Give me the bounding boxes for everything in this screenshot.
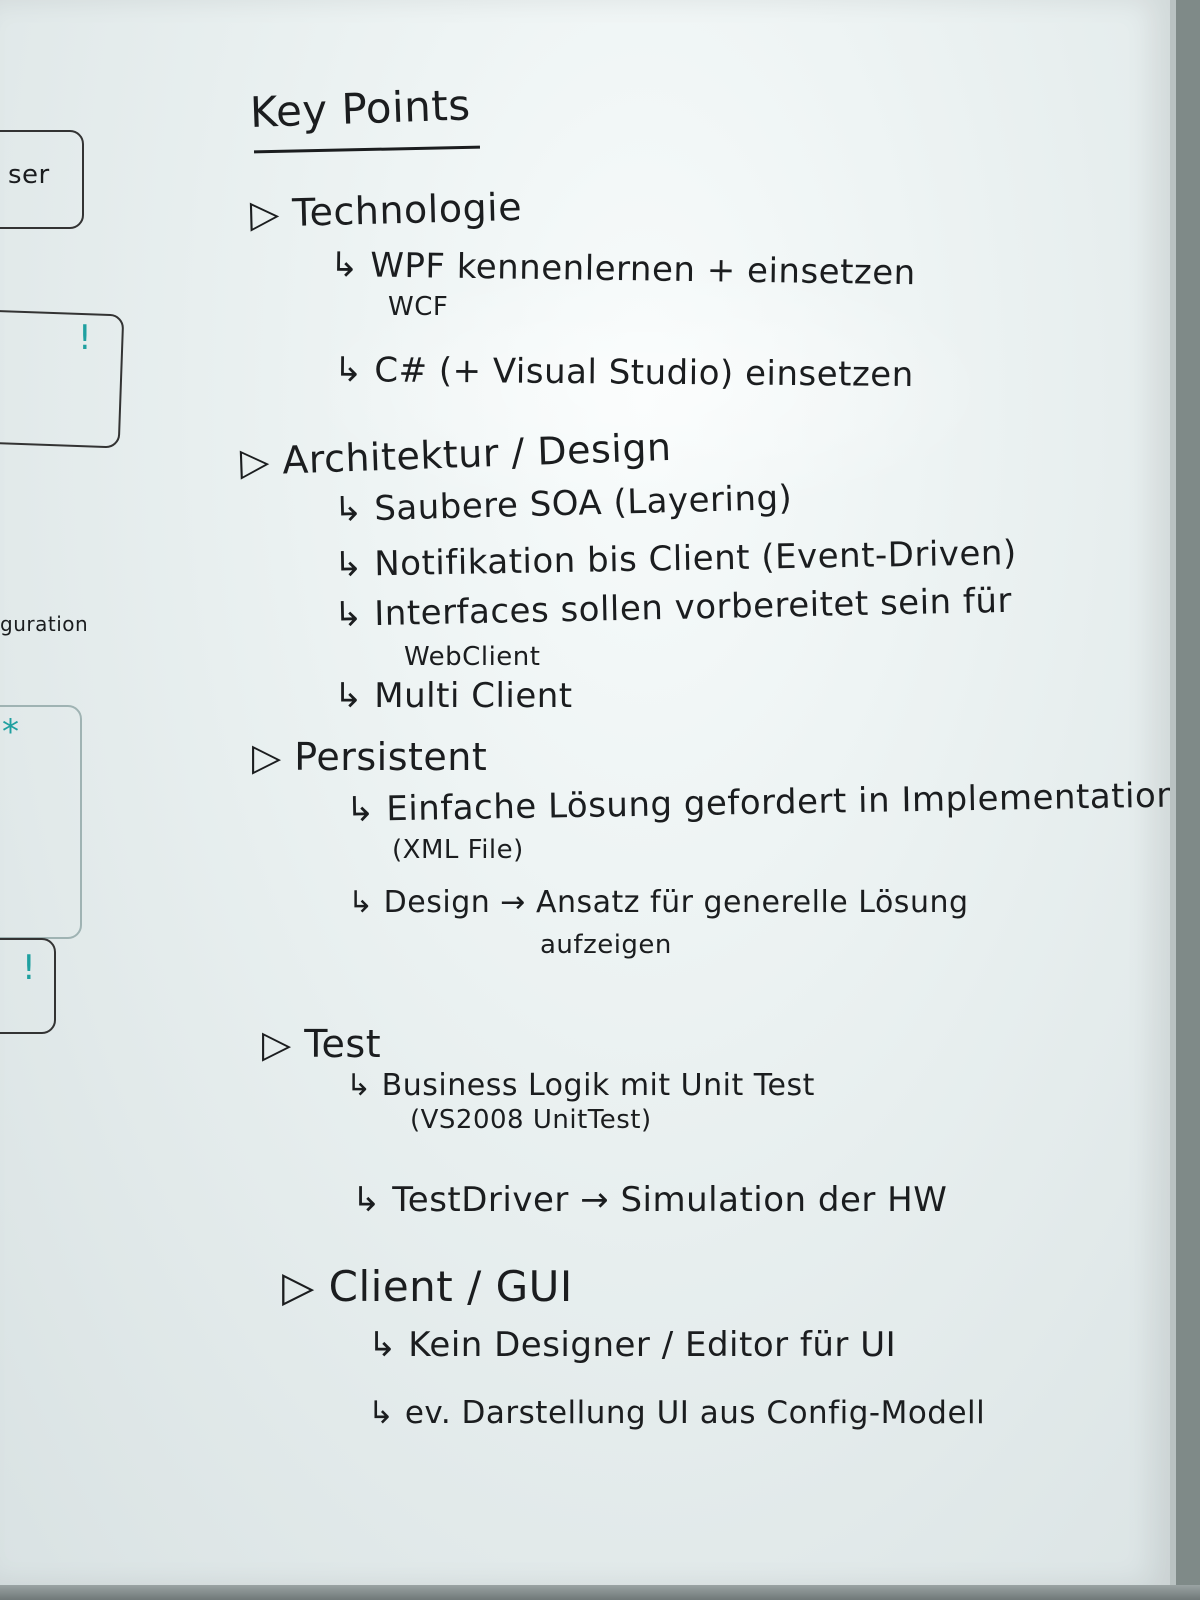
list-item: ↳ Saubere SOA (Layering) xyxy=(333,478,793,530)
list-item: (VS2008 UnitTest) xyxy=(410,1105,652,1135)
list-item: ↳ Design → Ansatz für generelle Lösung xyxy=(348,885,969,920)
list-item: aufzeigen xyxy=(540,930,672,960)
left-fragment-ser: ser xyxy=(8,160,50,190)
list-item: ↳ Kein Designer / Editor für UI xyxy=(368,1325,897,1365)
left-fragment-exclaim-1: ! xyxy=(78,318,93,358)
list-item: ↳ Interfaces sollen vorbereitet sein für xyxy=(333,580,1013,635)
section-heading-persistent: ▷ Persistent xyxy=(252,735,488,779)
list-item: ↳ C# (+ Visual Studio) einsetzen xyxy=(333,350,914,396)
list-item: ↳ Multi Client xyxy=(334,676,573,716)
left-sketch-box-2 xyxy=(0,309,125,449)
list-item: (XML File) xyxy=(392,835,524,865)
list-item: ↳ Einfache Lösung gefordert in Implement… xyxy=(345,775,1176,830)
list-item: ↳ WPF kennenlernen + einsetzen xyxy=(329,245,917,294)
left-sketch-box-4 xyxy=(0,938,56,1034)
section-heading-technologie: ▷ Technologie xyxy=(249,184,523,236)
left-fragment-asterisk: * xyxy=(2,712,20,752)
whiteboard: ser ! guration * ! Key Points ▷ Technolo… xyxy=(0,0,1176,1585)
left-sketch-box-1 xyxy=(0,130,84,229)
section-heading-architektur: ▷ Architektur / Design xyxy=(239,424,673,484)
list-item: WCF xyxy=(388,292,449,322)
left-fragment-exclaim-2: ! xyxy=(22,948,37,988)
list-item: WebClient xyxy=(404,642,541,672)
section-heading-test: ▷ Test xyxy=(262,1022,382,1066)
list-item: ↳ Notifikation bis Client (Event-Driven) xyxy=(333,533,1018,585)
list-item: ↳ TestDriver → Simulation der HW xyxy=(352,1180,948,1220)
list-item: ↳ ev. Darstellung UI aus Config-Modell xyxy=(368,1395,986,1431)
section-heading-client-gui: ▷ Client / GUI xyxy=(282,1262,573,1311)
left-fragment-guration: guration xyxy=(0,612,89,636)
page-title: Key Points xyxy=(249,80,472,137)
whiteboard-tray xyxy=(0,1585,1200,1600)
list-item: ↳ Business Logik mit Unit Test xyxy=(346,1068,815,1103)
title-underline xyxy=(253,145,481,154)
